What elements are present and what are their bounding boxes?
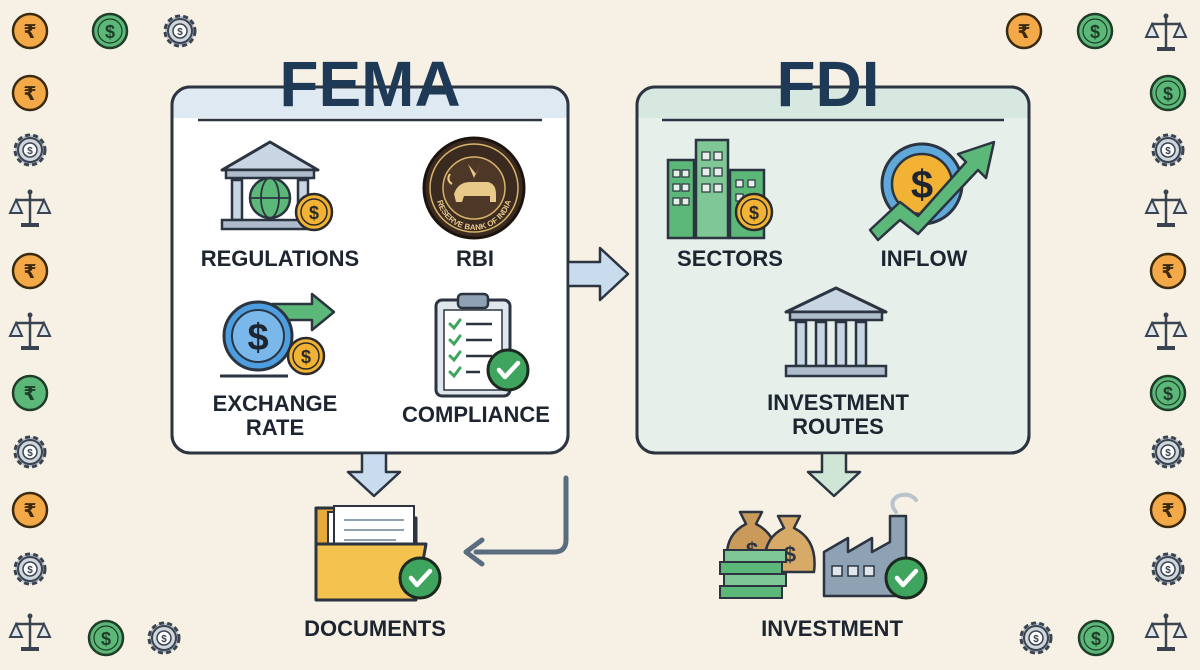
buildings-icon — [666, 138, 774, 240]
gear-dollar-icon — [13, 552, 47, 586]
rupee-coin-icon — [11, 252, 49, 290]
arrow-fema-to-documents — [346, 451, 402, 498]
rupee-coin-icon — [11, 74, 49, 112]
fema-title: FEMA — [279, 48, 460, 120]
svg-text:$: $ — [247, 317, 268, 359]
gear-dollar-icon — [1151, 552, 1185, 586]
arrow-fdi-to-investment — [806, 451, 862, 498]
scales-icon — [8, 188, 52, 229]
scales-icon — [8, 612, 52, 653]
rupee-coin-icon — [1005, 12, 1043, 50]
growth-arrow-icon: $ — [868, 140, 996, 242]
rbi-seal-icon: RESERVE BANK OF INDIA — [422, 136, 526, 240]
clipboard-check-icon — [434, 292, 528, 398]
folder-check-icon — [314, 505, 440, 602]
investment-routes-line1: INVESTMENT — [767, 390, 909, 415]
investment-label: INVESTMENT — [761, 616, 903, 641]
dollar-coin-icon — [1149, 374, 1187, 412]
exchange-coins-icon: $ — [220, 292, 336, 378]
scales-icon — [1144, 311, 1188, 352]
arrow-return-to-documents — [463, 475, 569, 567]
dollar-coin-icon — [1149, 74, 1187, 112]
scales-icon — [1144, 612, 1188, 653]
bank-globe-icon — [220, 140, 334, 232]
dollar-coin-icon — [87, 619, 125, 657]
exchange-label-line2: RATE — [246, 415, 304, 440]
rupee-coin-icon — [1149, 252, 1187, 290]
dollar-coin-icon — [91, 12, 129, 50]
scales-icon — [1144, 12, 1188, 53]
dollar-coin-icon — [1077, 619, 1115, 657]
gear-dollar-icon — [1151, 435, 1185, 469]
rupee-coin-icon — [11, 374, 49, 412]
scales-icon — [1144, 188, 1188, 229]
svg-text:$: $ — [911, 163, 933, 207]
scales-icon — [8, 311, 52, 352]
investment-routes-line2: ROUTES — [792, 414, 884, 439]
documents-label: DOCUMENTS — [304, 616, 446, 641]
money-factory-icon: $ $ — [719, 492, 926, 598]
fdi-title: FDI — [776, 48, 879, 120]
institution-icon — [784, 286, 888, 378]
rupee-coin-icon — [11, 12, 49, 50]
gear-dollar-icon — [1019, 621, 1053, 655]
rupee-coin-icon — [11, 491, 49, 529]
dollar-coin-icon — [1076, 12, 1114, 50]
regulations-label: REGULATIONS — [201, 246, 359, 271]
gear-dollar-icon — [163, 14, 197, 48]
rupee-coin-icon — [1149, 491, 1187, 529]
arrow-fema-to-fdi — [566, 246, 630, 302]
sectors-label: SECTORS — [677, 246, 783, 271]
gear-dollar-icon — [147, 621, 181, 655]
compliance-label: COMPLIANCE — [402, 402, 550, 427]
gear-dollar-icon — [13, 435, 47, 469]
gear-dollar-icon — [13, 133, 47, 167]
gear-dollar-icon — [1151, 133, 1185, 167]
rbi-label: RBI — [456, 246, 494, 271]
inflow-label: INFLOW — [881, 246, 968, 271]
exchange-label-line1: EXCHANGE — [213, 391, 338, 416]
